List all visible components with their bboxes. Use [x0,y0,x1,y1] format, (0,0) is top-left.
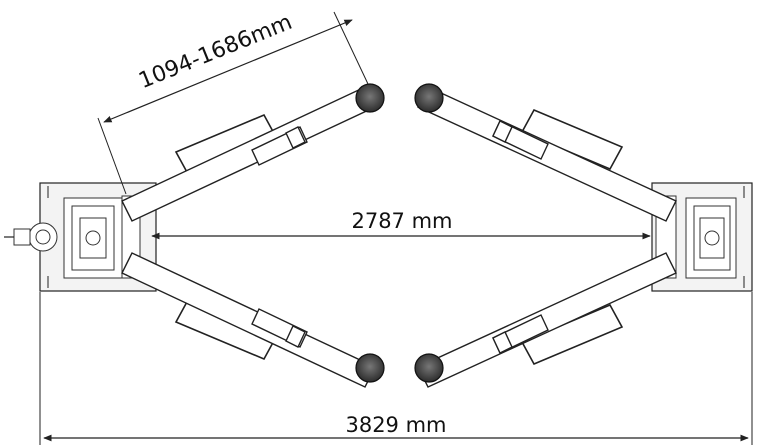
arm-upper-right [417,86,677,222]
arm-upper-left [121,86,376,222]
overall-width-label: 3829 mm [345,413,446,437]
lift-pad-lower-right [414,353,444,383]
inner-width-label: 2787 mm [351,209,452,233]
lift-pad-upper-right [414,83,444,113]
arm-reach-label: 1094-1686mm [135,10,295,94]
overall-width-dimension: 3829 mm [39,292,753,445]
inner-width-dimension: 2787 mm [151,204,651,240]
lift-pad-lower-left [355,353,385,383]
lift-pad-upper-left [355,83,385,113]
arm-lower-right [417,252,677,388]
arm-lower-left [121,252,376,388]
lift-pads [355,83,444,383]
